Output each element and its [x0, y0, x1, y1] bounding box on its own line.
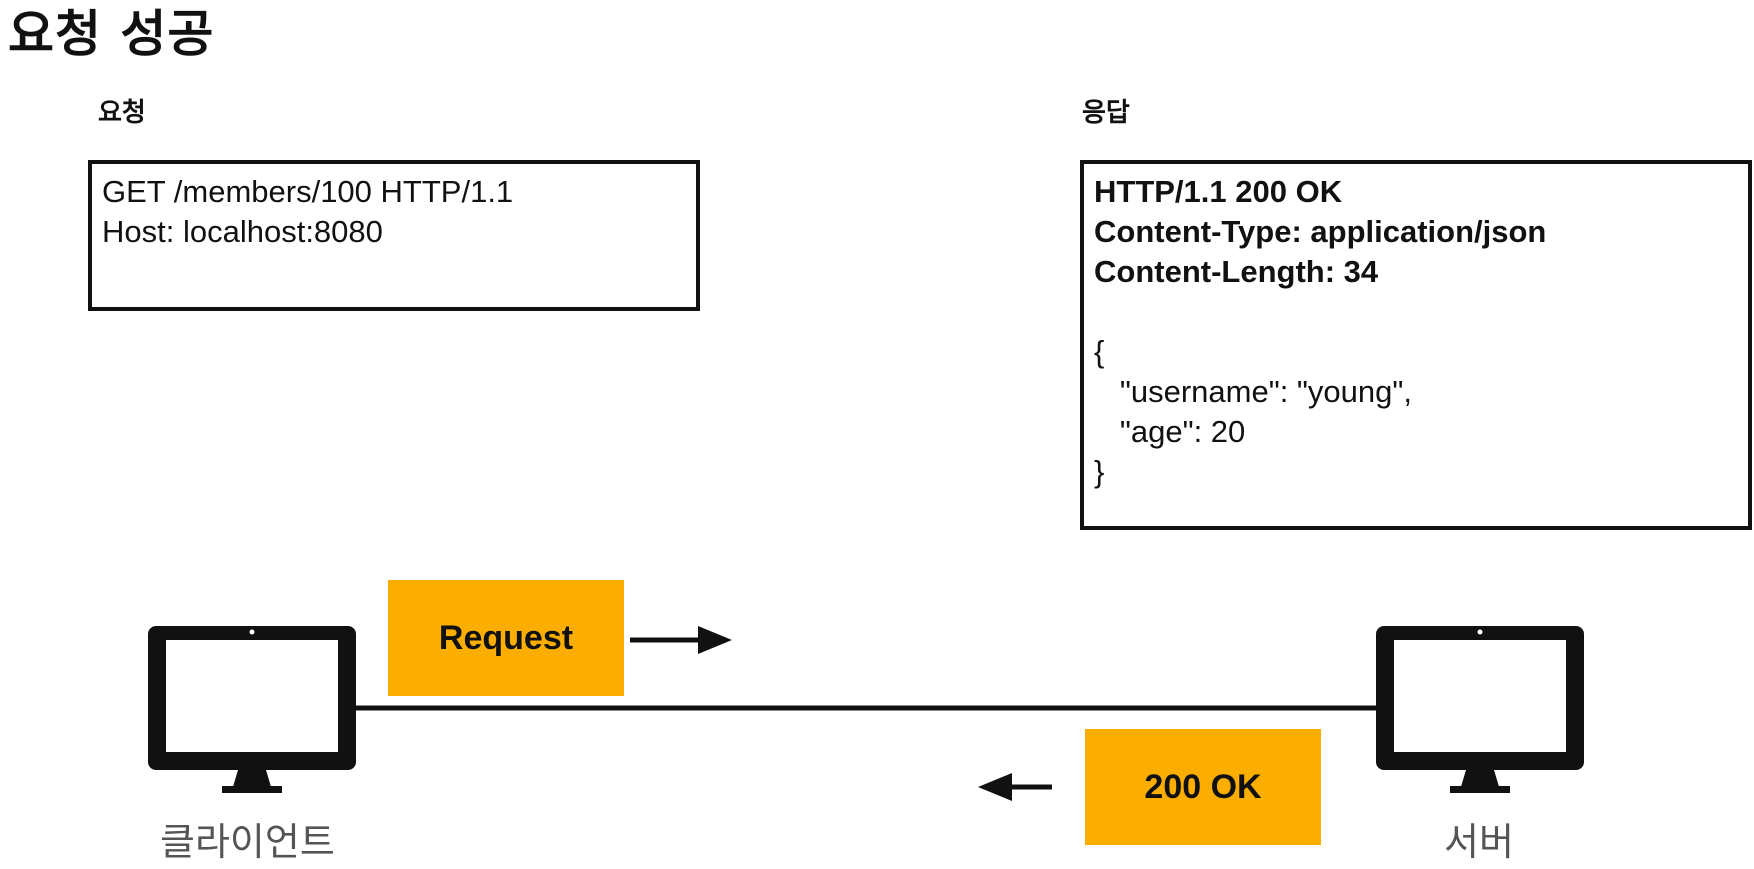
request-message-box: GET /members/100 HTTP/1.1 Host: localhos…: [88, 160, 700, 311]
client-monitor-icon: [148, 626, 356, 793]
response-body-age: "age": 20: [1094, 414, 1246, 449]
response-body-open-brace: {: [1094, 334, 1105, 369]
response-status-tag: 200 OK: [1085, 729, 1321, 845]
request-section-label: 요청: [98, 98, 146, 128]
server-label: 서버: [1444, 820, 1514, 864]
slide-title: 요청 성공: [8, 5, 215, 63]
response-status-line: HTTP/1.1 200 OK: [1094, 174, 1343, 209]
response-header-content-length: Content-Length: 34: [1094, 254, 1379, 289]
response-body-username: "username": "young",: [1094, 374, 1413, 409]
server-monitor-icon: [1376, 626, 1584, 793]
response-message-box: HTTP/1.1 200 OK Content-Type: applicatio…: [1080, 160, 1752, 530]
response-header-content-type: Content-Type: application/json: [1094, 214, 1547, 249]
response-section-label: 응답: [1082, 98, 1130, 128]
response-body-close-brace: }: [1094, 454, 1105, 489]
request-line-2: Host: localhost:8080: [102, 214, 383, 249]
client-label: 클라이언트: [160, 820, 335, 864]
arrow-right-icon: [630, 626, 732, 654]
arrow-left-icon: [978, 773, 1052, 801]
request-tag: Request: [388, 580, 624, 696]
request-line-1: GET /members/100 HTTP/1.1: [102, 174, 514, 209]
